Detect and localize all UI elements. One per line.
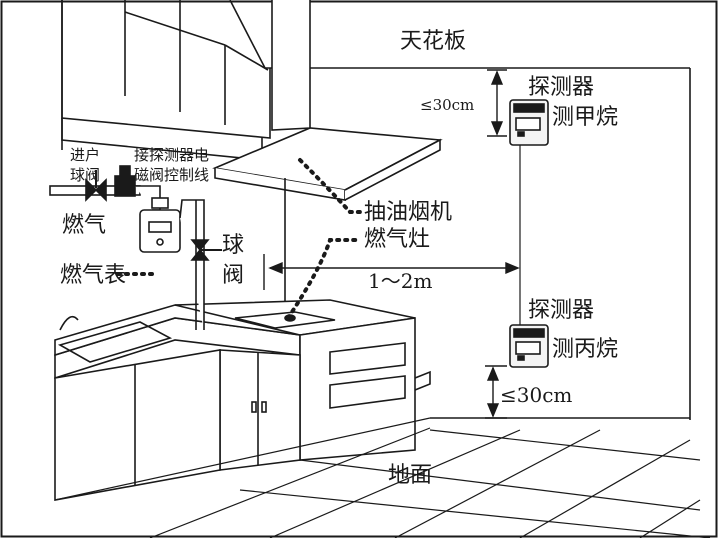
- upper-cabinets: [61, 0, 271, 161]
- gas-stove-label: 燃气灶: [364, 227, 430, 252]
- solenoid-label-2: 磁阀控制线: [134, 166, 209, 184]
- detector-top-label-1: 探测器: [528, 75, 594, 100]
- inlet-valve-label-1: 进户: [70, 146, 100, 164]
- solenoid-label-1: 接探测器电: [134, 146, 209, 164]
- range-hood-label: 抽油烟机: [364, 200, 452, 225]
- ball-valve-label-2: 阀: [222, 263, 244, 288]
- floor-label: 地面: [388, 463, 432, 488]
- bottom-vertical-dimension: [485, 365, 507, 419]
- top-distance-label: ≤30cm: [420, 96, 474, 114]
- gas-meter-label: 燃气表: [60, 263, 126, 288]
- horizontal-dimension: [263, 254, 520, 290]
- detector-bottom: [509, 324, 549, 368]
- gas-piping: [49, 165, 222, 330]
- detector-bottom-label-1: 探测器: [528, 298, 594, 323]
- counter: [54, 299, 431, 501]
- detector-bottom-label-2: 测丙烷: [552, 337, 618, 362]
- detector-top: [509, 99, 549, 146]
- horizontal-distance-label: 1～2m: [368, 269, 432, 293]
- inlet-valve-label-2: 球阀: [70, 166, 100, 184]
- gas-label: 燃气: [62, 213, 106, 238]
- top-vertical-dimension: [487, 69, 507, 137]
- ceiling-label: 天花板: [400, 29, 466, 54]
- bottom-distance-label: ≤30cm: [500, 383, 572, 407]
- range-hood: [212, 0, 443, 320]
- detector-top-label-2: 测甲烷: [552, 105, 618, 130]
- ball-valve-label-1: 球: [222, 233, 244, 258]
- floor-tiles: [54, 417, 711, 538]
- dotted-leaders: [116, 158, 364, 320]
